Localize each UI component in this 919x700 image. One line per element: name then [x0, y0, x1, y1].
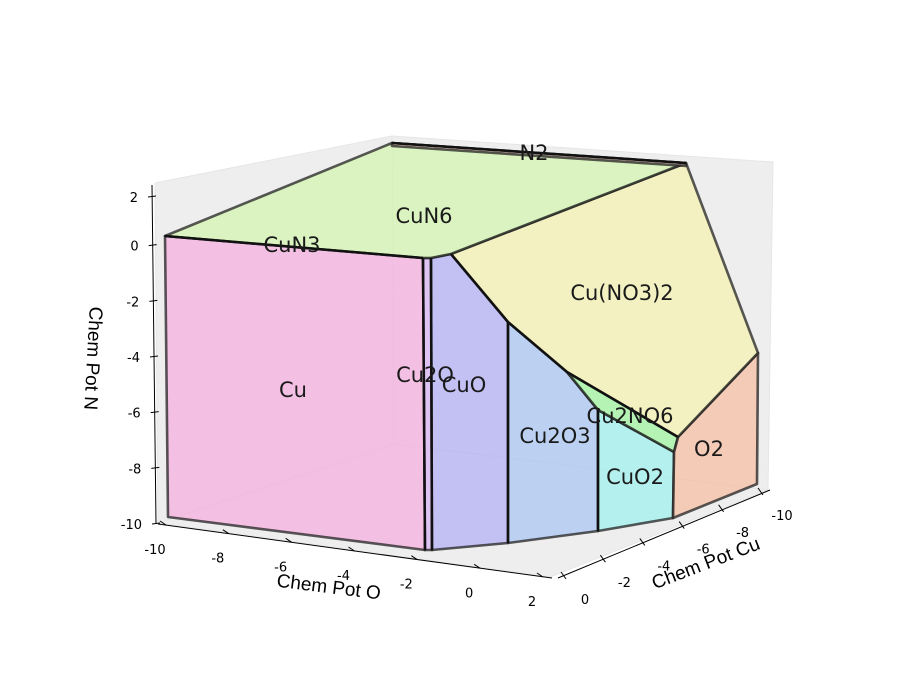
y-axis-tick-label: -2 [400, 578, 413, 593]
z-axis-tick-label: -6 [128, 407, 141, 422]
phase-boundary-edge [391, 141, 687, 165]
phase-label-cu2o: Cu2O [396, 363, 454, 387]
x-axis-tick [599, 554, 606, 563]
y-axis-tick-label: -6 [274, 560, 287, 575]
x-axis-tick [718, 504, 725, 513]
z-axis-tick-label: 0 [130, 240, 138, 255]
x-axis-tick [639, 538, 646, 546]
z-axis-label: Chem Pot N [79, 306, 105, 410]
z-axis-tick [149, 355, 159, 358]
phase-label-cun3: CuN3 [263, 233, 320, 257]
phase-label-cu: Cu [279, 378, 307, 402]
y-axis-tick-label: 0 [465, 586, 473, 601]
x-axis-tick-label: -10 [771, 509, 792, 524]
phase-boundary-edge [507, 321, 568, 373]
z-axis-tick [151, 522, 161, 525]
x-axis-tick-label: 0 [581, 593, 589, 608]
phase-label-n2: N2 [519, 141, 548, 165]
y-axis-tick [536, 572, 544, 578]
y-axis-tick [348, 546, 355, 552]
z-axis-tick-label: -10 [121, 518, 142, 533]
y-axis-tick-label: -8 [211, 552, 224, 567]
y-axis-tick-label: -10 [144, 543, 165, 558]
x-axis-tick-label: -8 [736, 526, 749, 541]
y-axis-tick [222, 529, 230, 535]
phase-label-cuo2: CuO2 [606, 465, 664, 489]
x-axis-tick [757, 487, 764, 496]
z-axis-tick-label: 2 [130, 191, 138, 206]
z-axis-tick [151, 466, 160, 469]
phase-boundary-edge [164, 234, 424, 260]
y-axis-tick-label: 2 [528, 595, 536, 610]
z-axis-tick-label: -4 [127, 351, 140, 366]
x-axis-line [557, 489, 771, 579]
y-axis-tick [411, 555, 418, 561]
y-axis-tick [285, 537, 292, 543]
x-axis-tick-label: -6 [697, 543, 710, 558]
phase-boundary-edge [450, 253, 509, 323]
x-axis-tick-label: -4 [657, 559, 670, 574]
x-axis-tick [560, 571, 567, 580]
y-axis-label: Chem Pot O [276, 571, 382, 605]
phase-boundary-edge [429, 257, 434, 551]
x-axis-tick [678, 521, 685, 529]
x-axis-tick-label: -2 [618, 576, 631, 591]
z-axis-tick [148, 244, 157, 247]
y-axis-tick [473, 563, 481, 569]
phase-label-cu-no3-2: Cu(NO3)2 [570, 281, 673, 305]
z-axis-tick-label: -2 [126, 295, 139, 310]
phase-label-cu2o3: Cu2O3 [519, 424, 590, 448]
phase-boundary-edge [421, 257, 427, 551]
z-axis-tick [149, 299, 158, 302]
phase-label-cuo: CuO [442, 373, 487, 397]
phase-edges [164, 141, 687, 551]
axes-group: -10 -8 -6 -4 -2 0 2 -10 -8 -6 -4 -2 0 2 -10 -8 -6 -4 -2 0 [121, 184, 793, 610]
phase-label-cun6: CuN6 [395, 204, 452, 228]
z-axis-tick [147, 195, 157, 198]
phase-label-cu2no6: Cu2NO6 [587, 404, 674, 428]
y-axis-line [157, 523, 553, 579]
phase-label-o2: O2 [694, 437, 724, 461]
phase-boundary-edge [566, 370, 679, 439]
phase-faces [163, 141, 760, 552]
y-axis-tick-label: -4 [337, 569, 350, 584]
y-axis-tick [159, 520, 167, 526]
z-axis-tick-label: -8 [128, 462, 141, 477]
z-axis-tick [150, 411, 159, 414]
